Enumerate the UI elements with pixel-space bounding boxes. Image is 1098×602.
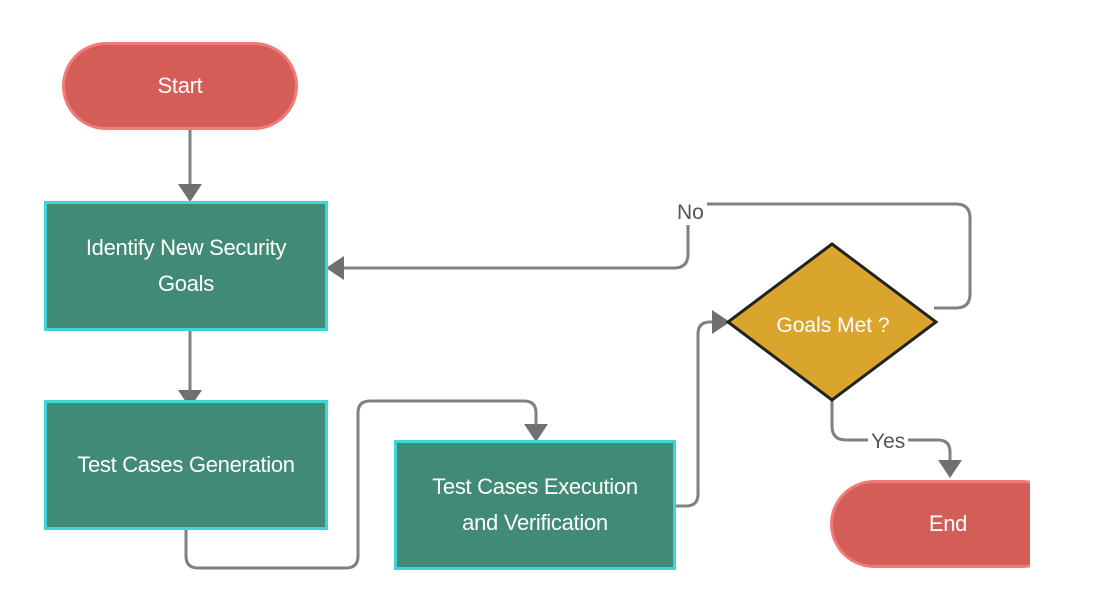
arrowhead-identify <box>178 184 202 202</box>
edge-label-no: No <box>674 201 707 225</box>
arrowhead-end <box>938 460 962 478</box>
arrowhead-execution <box>524 424 548 442</box>
start-terminal: Start <box>62 42 298 130</box>
arrowhead-generation <box>178 390 202 408</box>
right-crop-mask <box>1030 0 1098 602</box>
edge-decision-no <box>342 202 972 310</box>
arrowhead-decision <box>712 310 730 334</box>
test-execution-label: Test Cases Execution and Verification <box>432 474 638 535</box>
identify-goals-process: Identify New Security Goals <box>44 201 328 331</box>
end-label: End <box>928 511 968 536</box>
test-generation-process: Test Cases Generation <box>44 400 328 530</box>
identify-goals-label: Identify New Security Goals <box>85 235 287 296</box>
arrowhead-identify-return <box>326 256 344 280</box>
start-label: Start <box>157 73 203 98</box>
edge-execution-to-decision <box>676 320 714 508</box>
decision-label: Goals Met ? <box>776 314 890 337</box>
edge-label-yes: Yes <box>868 430 909 454</box>
test-execution-process: Test Cases Execution and Verification <box>394 440 676 570</box>
decision-diamond-shape <box>725 242 939 402</box>
edge-generation-to-execution <box>184 399 538 570</box>
test-generation-label: Test Cases Generation <box>77 452 295 477</box>
